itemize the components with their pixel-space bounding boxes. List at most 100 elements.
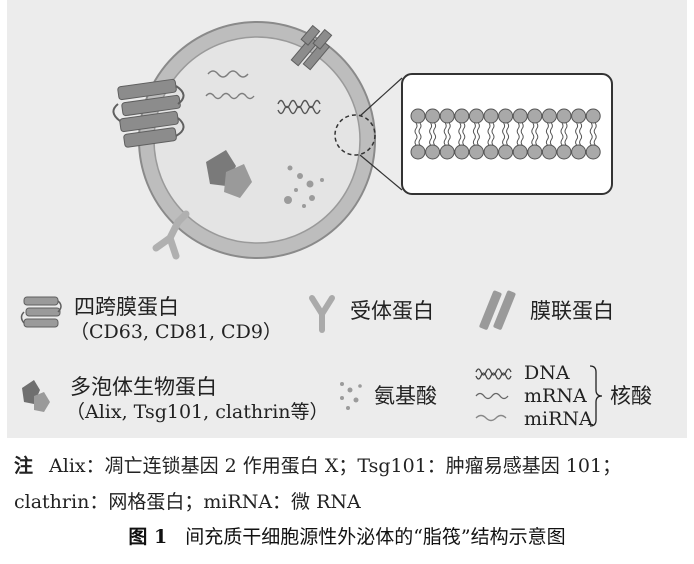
lipid-tail	[443, 133, 447, 146]
caption-text: 间充质干细胞源性外泌体的“脂筏”结构示意图	[185, 526, 566, 548]
lipid-tail	[593, 122, 597, 135]
lipid-tail	[487, 133, 491, 146]
lipid-tail	[579, 122, 583, 135]
lipid-tail	[516, 122, 520, 135]
lipid-tail	[418, 133, 422, 146]
lipid-head-bottom	[571, 144, 587, 160]
legend-nucleic-acid-group-label: 核酸	[610, 384, 652, 408]
lipid-head-top	[498, 108, 514, 124]
note-prefix: 注	[14, 455, 34, 477]
lipid-tail	[462, 133, 466, 146]
lipid-tail	[433, 133, 437, 146]
lipid-tail	[549, 122, 553, 135]
lipid-tail	[520, 133, 524, 146]
lipid-tail	[487, 122, 491, 135]
lipid-tail	[535, 133, 539, 146]
zoom-circle	[334, 114, 376, 156]
figure-caption: 图 1 间充质干细胞源性外泌体的“脂筏”结构示意图	[0, 522, 694, 552]
lipid-tail	[531, 122, 535, 135]
lipid-tail	[458, 133, 462, 146]
lipid-tail	[531, 133, 535, 146]
lipid-tail	[520, 122, 524, 135]
lipid-head-top	[468, 108, 484, 124]
lipid-head-bottom	[454, 144, 470, 160]
lipid-bilayer-inset	[401, 73, 613, 195]
amino-acid-icon	[340, 382, 362, 410]
note-text: Alix：凋亡连锁基因 2 作用蛋白 X；Tsg101：肿瘤易感基因 101；c…	[14, 455, 622, 513]
lipid-tail	[564, 122, 568, 135]
lipid-head-top	[585, 108, 601, 124]
lipid-tail	[589, 122, 593, 135]
lipid-tail	[506, 122, 510, 135]
lipid-head-top	[425, 108, 441, 124]
receptor-protein-icon	[309, 295, 335, 333]
lipid-tail	[414, 133, 418, 146]
lipid-tail	[429, 122, 433, 135]
lipid-tail	[560, 122, 564, 135]
lipid-tail	[560, 133, 564, 146]
lipid-head-bottom	[425, 144, 441, 160]
lipid-tail	[589, 133, 593, 146]
legend-multivesicular-label: 多泡体生物蛋白	[70, 375, 217, 399]
lipid-head-top	[512, 108, 528, 124]
lipid-head-top	[483, 108, 499, 124]
dna-icon	[475, 368, 512, 376]
lipid-head-bottom	[468, 144, 484, 160]
nucleic-acids-inside	[205, 70, 321, 115]
lipid-tail	[462, 122, 466, 135]
lipid-head-bottom	[527, 144, 543, 160]
lipid-head-top	[556, 108, 572, 124]
lipid-tail	[549, 133, 553, 146]
mirna-icon	[475, 414, 507, 422]
lipid-tail	[414, 122, 418, 135]
lipid-head-bottom	[483, 144, 499, 160]
lipid-tail	[516, 133, 520, 146]
lipid-tail	[476, 122, 480, 135]
lipid-tail	[506, 133, 510, 146]
lipid-tail	[564, 133, 568, 146]
lipid-tail	[545, 122, 549, 135]
lipid-tail	[458, 122, 462, 135]
lipid-head-bottom	[498, 144, 514, 160]
lipid-tail	[491, 122, 495, 135]
lipid-tail	[535, 122, 539, 135]
lipid-head-top	[527, 108, 543, 124]
multivesicular-protein-inside	[206, 150, 252, 198]
legend-mirna-label: miRNA	[524, 408, 593, 430]
lipid-head-top	[571, 108, 587, 124]
lipid-head-top	[439, 108, 455, 124]
lipid-tail	[502, 133, 506, 146]
legend-multivesicular-examples: （Alix, Tsg101, clathrin等）	[66, 401, 329, 423]
lipid-tail	[545, 133, 549, 146]
mrna-icon	[475, 392, 509, 400]
legend-tetraspanin-examples: （CD63, CD81, CD9）	[70, 321, 282, 343]
tetraspanin-in-membrane-icon	[112, 78, 185, 148]
lipid-head-top	[541, 108, 557, 124]
fusion-protein-in-membrane-icon	[290, 24, 333, 71]
legend-amino-acid-label: 氨基酸	[374, 384, 437, 408]
legend-receptor-label: 受体蛋白	[350, 299, 434, 323]
lipid-tail	[575, 122, 579, 135]
lipid-head-top	[454, 108, 470, 124]
caption-label: 图 1	[128, 526, 168, 548]
lipid-tail	[579, 133, 583, 146]
lipid-tail	[491, 133, 495, 146]
lipid-head-bottom	[410, 144, 426, 160]
lipid-head-bottom	[556, 144, 572, 160]
lipid-head-bottom	[541, 144, 557, 160]
legend-fusion-label: 膜联蛋白	[530, 299, 614, 323]
lipid-tail	[502, 122, 506, 135]
tetraspanin-protein-icon	[20, 296, 62, 328]
lipid-tail	[447, 122, 451, 135]
legend-tetraspanin-label: 四跨膜蛋白	[74, 295, 179, 319]
receptor-in-membrane-icon	[152, 210, 190, 260]
lipid-head-bottom	[439, 144, 455, 160]
lipid-tail	[418, 122, 422, 135]
lipid-tail	[472, 133, 476, 146]
lipid-tail	[476, 133, 480, 146]
lipid-head-top	[410, 108, 426, 124]
membrane-fusion-protein-icon	[479, 290, 516, 330]
lipid-tail	[472, 122, 476, 135]
exosome-diagram	[20, 21, 613, 427]
